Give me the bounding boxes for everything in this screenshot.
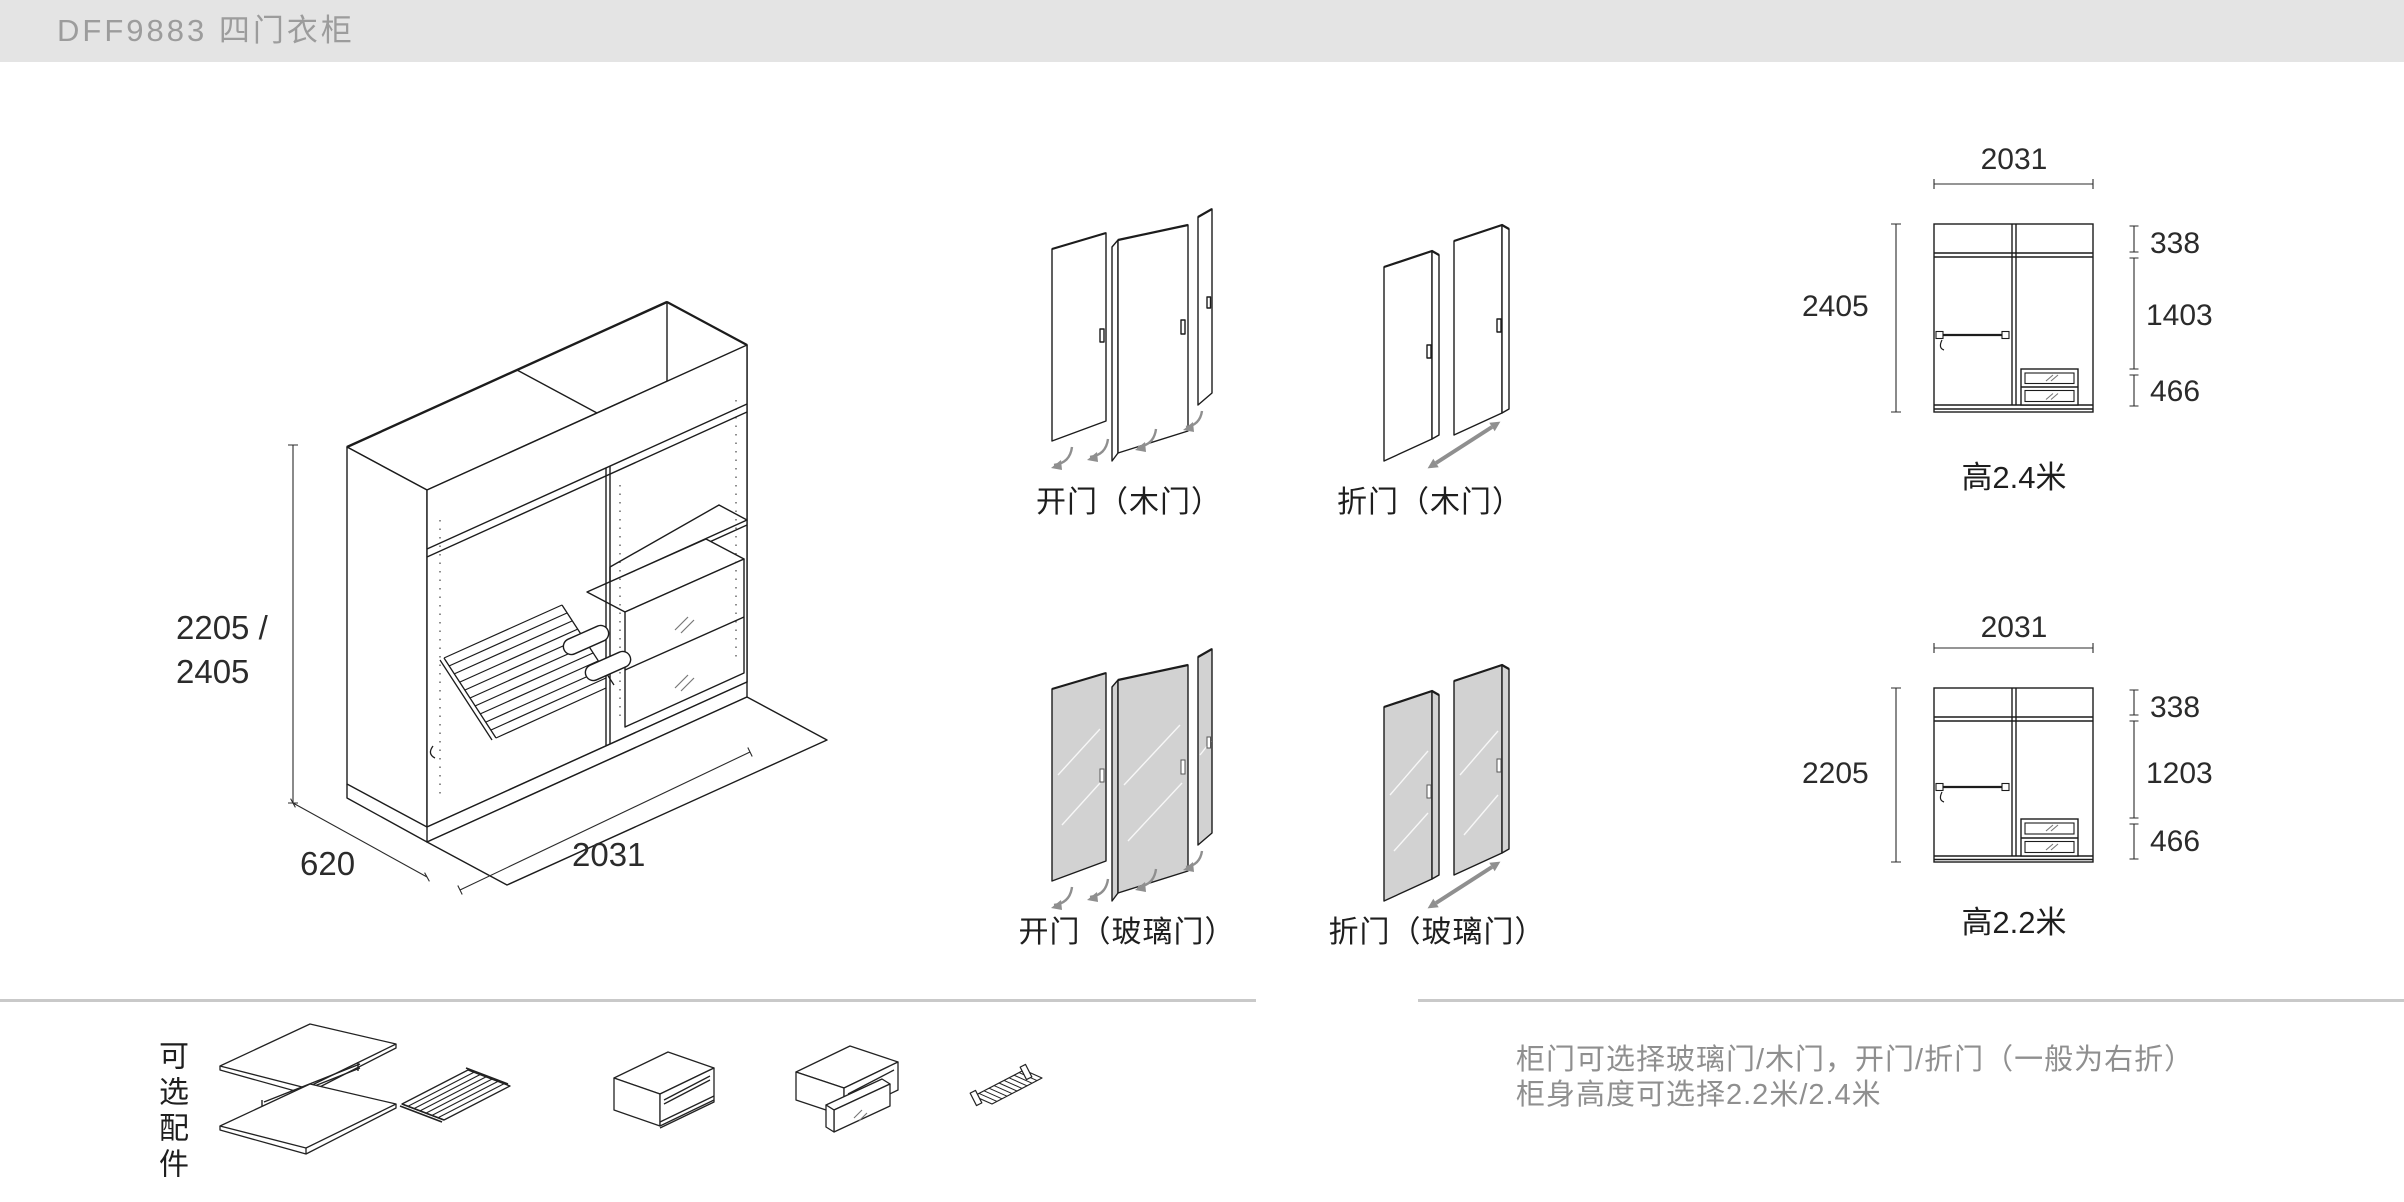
iso-height-dimension-label: 2205 / 2405 bbox=[176, 606, 268, 694]
elevation-24-seg-top-label: 338 bbox=[2150, 227, 2201, 260]
elevation-22-height-label: 2205 bbox=[1802, 757, 1869, 790]
swing-arrows bbox=[1051, 410, 1204, 470]
door-option-label-folding-glass: 折门（玻璃门） bbox=[1328, 916, 1546, 949]
fold-slide-arrow bbox=[1427, 421, 1501, 469]
elevation-24-width-label: 2031 bbox=[1980, 143, 2048, 176]
accessories-label: 可选配件 bbox=[154, 1040, 187, 1184]
elevation-22-caption: 高2.2米 bbox=[1961, 905, 2067, 940]
iso-depth-dimension-label: 620 bbox=[300, 845, 356, 882]
pants-rack-icon bbox=[399, 1067, 511, 1123]
folding-glass-doors-drawing bbox=[1383, 663, 1510, 909]
elevation-22-seg-bottom-label: 466 bbox=[2150, 825, 2201, 858]
elevation-24-seg-bottom-label: 466 bbox=[2150, 375, 2201, 408]
shelves-with-rod-icon bbox=[219, 1023, 397, 1155]
elevation-24-caption: 高2.4米 bbox=[1961, 460, 2067, 495]
note-line-doors: 柜门可选择玻璃门/木门，开门/折门（一般为右折） bbox=[1516, 1044, 2195, 1076]
door-option-label-folding-wood: 折门（木门） bbox=[1337, 486, 1523, 519]
glass-drawer-box-icon bbox=[795, 1045, 899, 1133]
door-option-label-hinged-glass: 开门（玻璃门） bbox=[1018, 916, 1236, 949]
fold-slide-arrow bbox=[1427, 861, 1501, 909]
elevation-22-width-label: 2031 bbox=[1980, 611, 2048, 644]
elevation-22-seg-top-label: 338 bbox=[2150, 691, 2201, 724]
tie-rack-icon bbox=[969, 1063, 1043, 1107]
open-shelf-box-icon bbox=[613, 1051, 715, 1129]
folding-wood-doors-drawing bbox=[1383, 223, 1510, 469]
iso-height-line1: 2205 / bbox=[176, 609, 268, 646]
header-bar: DFF9883 四门衣柜 bbox=[0, 0, 2404, 62]
hinged-glass-doors-drawing bbox=[1051, 648, 1213, 910]
iso-height-line2: 2405 bbox=[176, 653, 250, 690]
iso-width-dimension-label: 2031 bbox=[572, 836, 646, 873]
elevation-24-height-label: 2405 bbox=[1802, 290, 1869, 323]
elevation-24-seg-mid-label: 1403 bbox=[2146, 299, 2213, 332]
elevation-22-seg-mid-label: 1203 bbox=[2146, 757, 2213, 790]
elevation-24-dimension-lines bbox=[1891, 179, 2139, 413]
wardrobe-isometric-drawing bbox=[288, 300, 828, 895]
footer-divider-right bbox=[1418, 999, 2404, 1002]
hinged-wood-doors-drawing bbox=[1051, 208, 1213, 470]
glass-sheen-lines bbox=[1057, 724, 1212, 842]
elevation-22-dimension-lines bbox=[1891, 643, 2139, 863]
glass-sheen-lines bbox=[1389, 730, 1499, 852]
note-line-height: 柜身高度可选择2.2米/2.4米 bbox=[1516, 1079, 1882, 1111]
page-title: DFF9883 四门衣柜 bbox=[57, 13, 355, 48]
footer-divider-left bbox=[0, 999, 1256, 1002]
door-option-label-hinged-wood: 开门（木门） bbox=[1036, 486, 1222, 519]
iso-dimension-lines bbox=[288, 444, 753, 895]
elevation-24-drawing bbox=[1891, 179, 2139, 413]
elevation-22-drawing bbox=[1891, 643, 2139, 863]
